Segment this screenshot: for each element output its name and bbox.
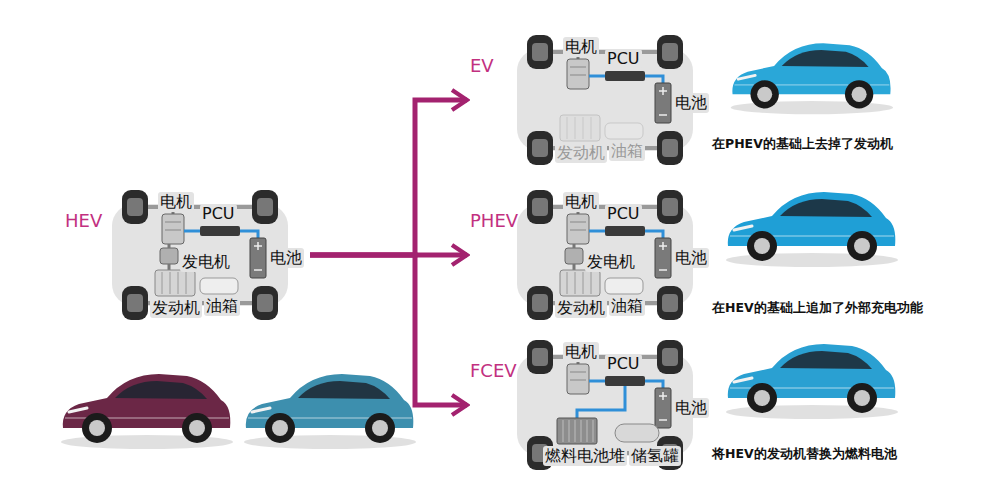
component-label: 电机 bbox=[563, 37, 599, 57]
phev-chassis bbox=[565, 244, 583, 270]
component-label: 油箱 bbox=[609, 141, 645, 161]
vehicle-layout-panel: EV 电机 PCU 电池发动机油箱 bbox=[470, 35, 715, 175]
phev-chassis bbox=[517, 190, 693, 320]
hev-chassis bbox=[155, 270, 238, 296]
component-label: 电池 bbox=[673, 398, 709, 418]
ev-chassis bbox=[517, 35, 693, 165]
component-label: PCU bbox=[200, 204, 237, 224]
hev-chassis bbox=[160, 244, 178, 270]
hev-chassis bbox=[112, 190, 288, 320]
component-label: PCU bbox=[605, 204, 642, 224]
component-label: 油箱 bbox=[204, 296, 240, 316]
vehicle-layout-panel: FCEV 电机 PCU 电池燃料电池堆储氢罐 bbox=[470, 340, 715, 480]
component-label: 储氢罐 bbox=[629, 446, 681, 466]
evolution-arrow bbox=[310, 100, 467, 255]
fcev-chassis bbox=[557, 386, 659, 444]
hev-chassis bbox=[112, 190, 288, 320]
car-photo bbox=[61, 374, 233, 449]
component-label: 电机 bbox=[563, 192, 599, 212]
component-label: 发动机 bbox=[555, 298, 607, 318]
component-label: 电机 bbox=[158, 192, 194, 212]
vehicle-type-title: PHEV bbox=[470, 210, 518, 233]
component-label: 发电机 bbox=[585, 252, 637, 272]
fcev-chassis bbox=[517, 340, 693, 470]
vehicle-type-title: FCEV bbox=[470, 360, 517, 383]
evolution-arrow bbox=[310, 255, 467, 405]
ev-chassis bbox=[560, 115, 643, 141]
vehicle-type-title: EV bbox=[470, 55, 494, 78]
car-photo bbox=[731, 43, 893, 114]
car-photo bbox=[244, 374, 416, 449]
car-photo bbox=[61, 43, 898, 449]
ev-chassis bbox=[517, 35, 693, 165]
vehicle-layout-panel: HEV 电机 PCU 发电机 电池发动机油箱 bbox=[65, 190, 310, 330]
car-photo bbox=[726, 344, 898, 419]
component-label: 发动机 bbox=[150, 298, 202, 318]
vehicle-type-title: HEV bbox=[65, 210, 102, 233]
car-photo bbox=[726, 192, 898, 267]
vehicle-layout-panel: PHEV 电机 PCU 发电机 电池发动机油箱 bbox=[470, 190, 715, 330]
component-label: 电池 bbox=[673, 248, 709, 268]
component-label: 电池 bbox=[268, 248, 304, 268]
component-label: 发电机 bbox=[180, 252, 232, 272]
component-label: 油箱 bbox=[609, 296, 645, 316]
caption-note: 在HEV的基础上追加了外部充电功能 bbox=[712, 300, 923, 316]
component-label: 电机 bbox=[563, 342, 599, 362]
component-label: PCU bbox=[605, 354, 642, 374]
component-label: 发动机 bbox=[555, 143, 607, 163]
phev-chassis bbox=[517, 190, 693, 320]
component-label: 电池 bbox=[673, 93, 709, 113]
component-label: 燃料电池堆 bbox=[543, 446, 627, 466]
caption-note: 在PHEV的基础上去掉了发动机 bbox=[712, 136, 893, 152]
component-label: PCU bbox=[605, 49, 642, 69]
phev-chassis bbox=[560, 270, 643, 296]
caption-note: 将HEV的发动机替换为燃料电池 bbox=[712, 446, 897, 462]
fcev-chassis bbox=[517, 340, 693, 470]
